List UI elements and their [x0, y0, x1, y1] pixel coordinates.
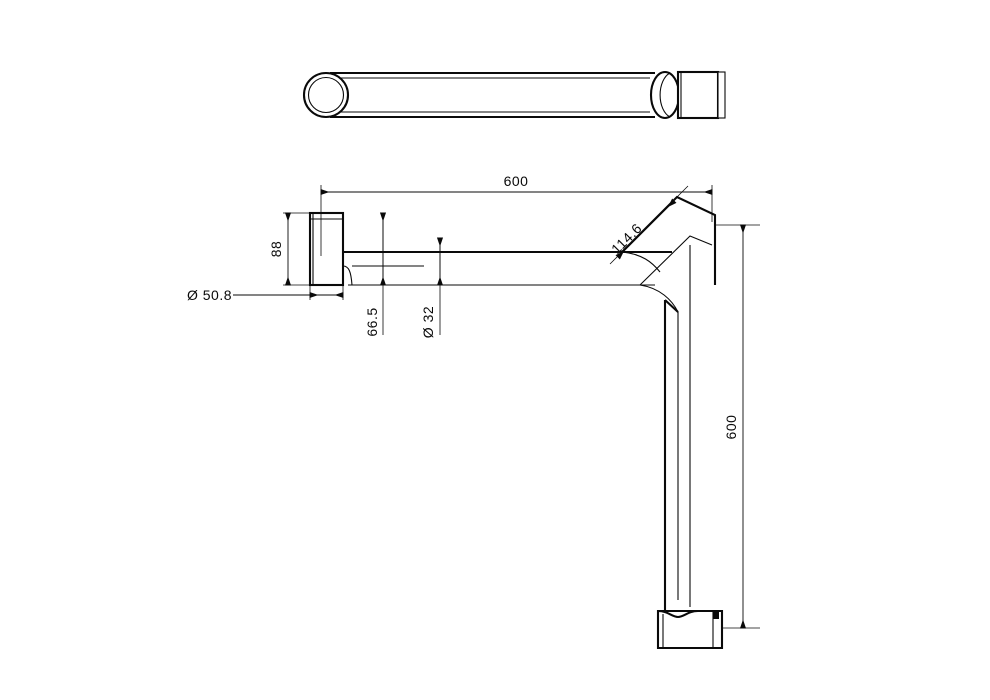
dimension-label-tube-diameter: Ø 32: [420, 306, 436, 338]
dimension-label-length-horizontal: 600: [504, 173, 529, 189]
dimension-flange-diameter: Ø 50.8: [187, 285, 344, 303]
dimension-length-vertical: 600: [715, 224, 760, 629]
top-view-bar: [330, 71, 655, 119]
front-corner-elbow: [621, 195, 717, 313]
top-view-wall-flange: [649, 70, 726, 120]
dimension-flange-height: 88: [268, 212, 312, 286]
dimension-tube-centre-offset: 66.5: [364, 212, 387, 337]
front-view-group: [308, 195, 724, 650]
front-bottom-flange: [656, 609, 724, 650]
dimension-label-flange-height: 88: [268, 241, 284, 258]
dimension-label-length-vertical: 600: [723, 415, 739, 440]
dimension-layer: 600 88 Ø 50.8 66.5 Ø 32: [187, 173, 760, 629]
front-vertical-tube: [663, 245, 691, 612]
dimension-tube-diameter: Ø 32: [420, 237, 444, 338]
dimension-label-flange-diameter: Ø 50.8: [187, 287, 232, 303]
dimension-length-horizontal: 600: [320, 173, 713, 256]
top-view-ring-end: [302, 71, 350, 119]
front-left-flange: [308, 211, 345, 287]
front-horizontal-tube: [342, 250, 672, 286]
dimension-label-tube-centre-offset: 66.5: [364, 307, 380, 336]
top-view-group: [302, 70, 726, 120]
